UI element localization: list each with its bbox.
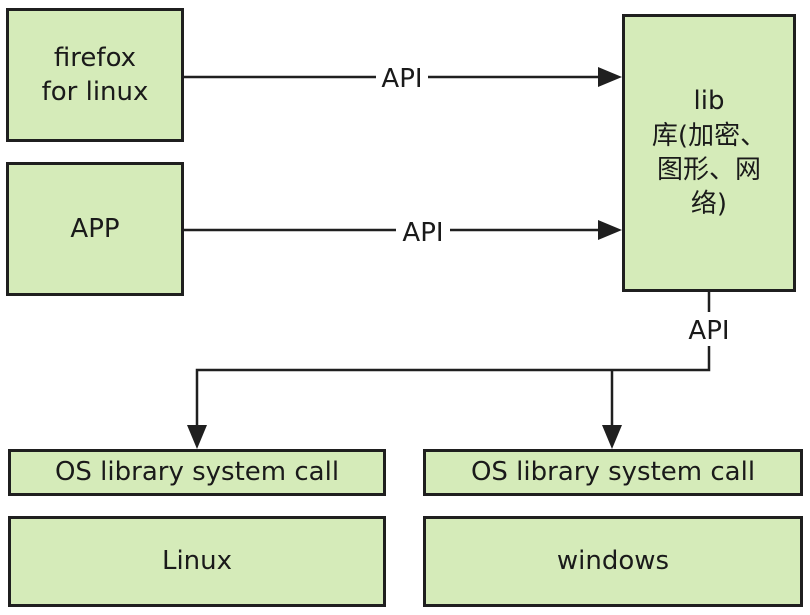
edge-label-app-api: API [402, 218, 443, 248]
os-library-left-label: OS library system call [54, 457, 340, 488]
app-node: APP [6, 162, 184, 296]
edge-label-lib-api: API [688, 316, 729, 346]
arrowhead-firefox-to-lib [598, 67, 622, 87]
edge-label-firefox-api: API [381, 64, 422, 94]
os-library-left-node: OS library system call [8, 449, 386, 496]
lib-label-line4: 络) [690, 189, 728, 220]
linux-node: Linux [8, 516, 386, 607]
app-label: APP [70, 213, 120, 244]
firefox-for-linux-node: firefox for linux [6, 8, 184, 142]
lib-label-line2: 库(加密、 [651, 120, 767, 151]
arrowhead-to-oslib-left [187, 425, 207, 449]
os-library-right-label: OS library system call [470, 457, 756, 488]
firefox-label-line1: firefox [53, 42, 137, 73]
firefox-label-line2: for linux [41, 77, 149, 107]
arrowhead-to-oslib-right [602, 425, 622, 449]
edge-lib-to-os [195, 292, 711, 425]
linux-label: Linux [161, 546, 233, 577]
windows-label: windows [556, 546, 670, 577]
os-library-right-node: OS library system call [423, 449, 803, 496]
windows-node: windows [423, 516, 803, 607]
lib-label-line3: 图形、网 [656, 155, 761, 185]
lib-node: lib 库(加密、 图形、网 络) [622, 14, 796, 292]
arrowhead-app-to-lib [598, 220, 622, 240]
lib-label-line1: lib [693, 86, 725, 117]
